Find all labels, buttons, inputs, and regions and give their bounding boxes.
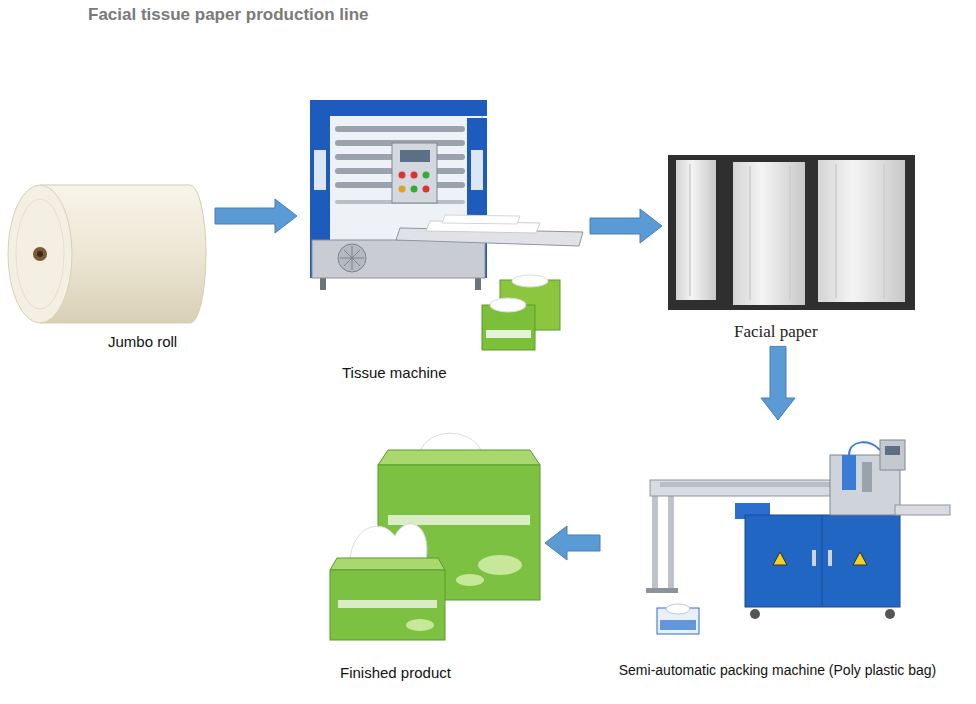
- flow-arrow: [215, 199, 297, 233]
- step-label: Facial paper: [734, 322, 818, 342]
- flow-arrow: [761, 346, 795, 420]
- step-label: Tissue machine: [342, 364, 447, 382]
- tissue-machine-picture: [310, 100, 583, 350]
- process-step: Semi-automatic packing machine (Poly pla…: [600, 420, 955, 685]
- facial-paper-picture: [668, 155, 915, 310]
- step-label: Finished product: [340, 664, 451, 682]
- flow-arrow: [545, 526, 600, 560]
- packing-machine-picture: [646, 440, 950, 634]
- process-step: Finished product: [322, 432, 545, 686]
- flow-arrow: [590, 209, 662, 243]
- step-label: Semi-automatic packing machine (Poly pla…: [619, 662, 936, 679]
- step-label: Jumbo roll: [108, 333, 177, 351]
- process-step: Jumbo roll: [5, 183, 215, 355]
- jumbo-roll-picture: [8, 185, 206, 323]
- finished-product-picture: [330, 433, 540, 640]
- diagram-title: Facial tissue paper production line: [88, 5, 369, 25]
- process-step: Facial paper: [662, 150, 920, 346]
- process-step: Tissue machine: [297, 88, 590, 386]
